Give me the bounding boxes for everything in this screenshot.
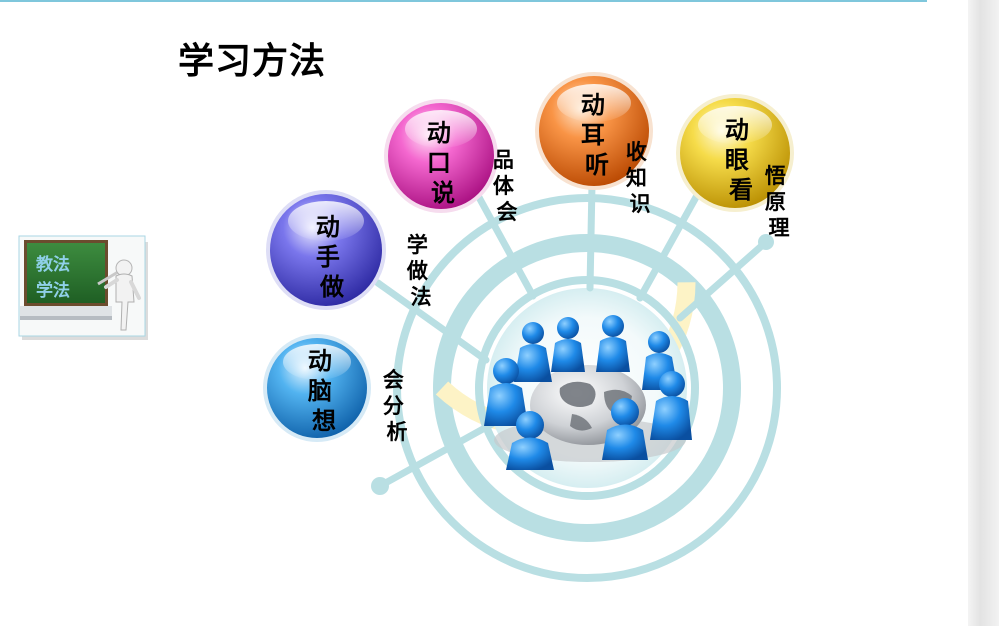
- thumbnail-line-2: 学法: [36, 280, 70, 301]
- method-note-listen: 收 知 识: [626, 140, 654, 216]
- method-note-see: 悟 原 理: [765, 164, 793, 240]
- person-figure: [596, 315, 630, 372]
- top-divider: [0, 0, 927, 2]
- method-note-think-char-3: 析: [387, 420, 408, 444]
- method-label-listen-char-1: 动: [581, 91, 605, 119]
- method-label-see-char-3: 看: [729, 176, 753, 204]
- method-label-do-char-1: 动: [316, 213, 340, 241]
- method-label-do-char-3: 做: [319, 273, 344, 301]
- method-note-do-char-3: 法: [411, 285, 432, 309]
- method-note-speak-char-2: 体: [493, 174, 515, 198]
- method-label-do: 动 手 做: [316, 213, 348, 301]
- method-label-think-char-1: 动: [308, 347, 332, 375]
- method-note-see-char-1: 悟: [765, 164, 786, 188]
- people-around-globe-icon: [484, 315, 692, 470]
- method-bubble-speak: 动 口 说: [384, 99, 498, 213]
- method-bubble-think: 动 脑 想: [263, 334, 371, 442]
- method-bubble-see: 动 眼 看: [676, 94, 794, 212]
- method-note-do-char-2: 做: [406, 259, 428, 283]
- method-label-speak-char-2: 口: [427, 149, 451, 177]
- person-figure: [506, 411, 554, 470]
- person-figure: [551, 317, 585, 372]
- method-label-see: 动 眼 看: [725, 116, 757, 204]
- method-label-speak-char-3: 说: [431, 179, 455, 207]
- spokes: [374, 180, 770, 490]
- method-note-speak-char-3: 会: [497, 200, 518, 224]
- method-bubble-listen: 动 耳 听: [535, 72, 653, 190]
- method-bubble-do: 动 手 做: [266, 190, 386, 310]
- method-note-think-char-2: 分: [383, 394, 404, 418]
- method-label-think-char-2: 脑: [307, 377, 332, 405]
- person-figure: [602, 398, 648, 460]
- method-label-do-char-2: 手: [316, 243, 340, 271]
- method-label-think: 动 脑 想: [307, 347, 340, 435]
- method-label-speak-char-1: 动: [427, 119, 451, 147]
- person-figure: [514, 322, 552, 382]
- spoke-end-dots: [371, 234, 774, 495]
- method-note-speak-char-1: 品: [493, 148, 514, 172]
- person-figure: [650, 371, 692, 440]
- method-label-speak: 动 口 说: [427, 119, 459, 207]
- method-note-think: 会 分 析: [383, 368, 411, 444]
- method-note-do: 学 做 法: [406, 233, 435, 309]
- method-note-listen-char-2: 知: [626, 166, 647, 190]
- method-note-see-char-3: 理: [769, 216, 790, 240]
- method-note-speak: 品 体 会: [493, 148, 521, 224]
- method-label-listen: 动 耳 听: [581, 91, 613, 179]
- method-note-listen-char-3: 识: [630, 192, 651, 216]
- person-figure: [484, 358, 528, 426]
- method-note-do-char-1: 学: [407, 233, 428, 257]
- method-note-see-char-2: 原: [765, 190, 786, 214]
- method-label-listen-char-3: 听: [585, 151, 609, 179]
- method-label-listen-char-2: 耳: [581, 121, 605, 149]
- method-label-think-char-3: 想: [312, 407, 336, 435]
- method-label-see-char-2: 眼: [725, 146, 749, 174]
- teacher-at-blackboard-icon: 教法 学法: [18, 235, 148, 340]
- slide-edge-shadow: [968, 0, 999, 626]
- thumbnail-line-1: 教法: [35, 254, 70, 275]
- method-label-see-char-1: 动: [725, 116, 749, 144]
- page-title: 学习方法: [178, 41, 327, 82]
- method-note-listen-char-1: 收: [626, 140, 647, 164]
- method-note-think-char-1: 会: [383, 368, 404, 392]
